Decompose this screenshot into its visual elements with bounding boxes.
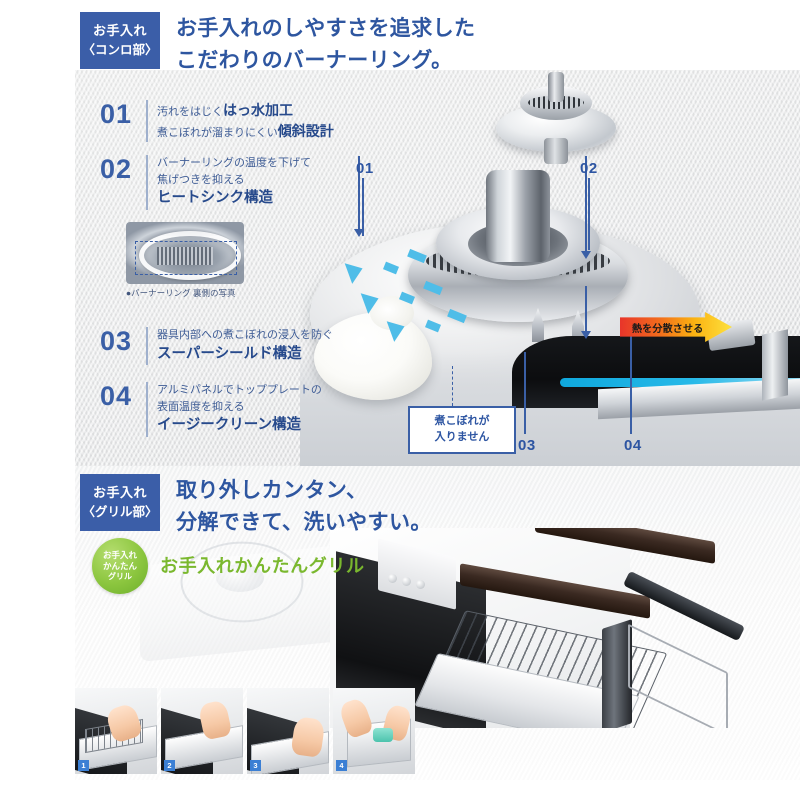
photo-callout-01: 01 — [356, 160, 374, 177]
photo-callout-02: 02 — [580, 160, 598, 177]
leader-arrow-02b — [581, 286, 591, 339]
conro-section-badge: お手入れ 〈コンロ部〉 — [80, 12, 160, 70]
main-burner-ring — [408, 170, 628, 322]
ignition-electrode — [532, 308, 544, 342]
feature-item-01: 01 汚れをはじくはっ水加工 煮こぼれが溜まりにくい傾斜設計 — [100, 100, 334, 142]
callout-line-02 — [588, 178, 590, 250]
feature-01-line2: 煮こぼれが溜まりにくい傾斜設計 — [157, 121, 334, 142]
feature-03-strong: スーパーシールド構造 — [157, 345, 302, 362]
grill-maintenance-section: お手入れ 〈グリル部〉 取り外しカンタン、 分解できて、洗いやすい。 お手入れ … — [0, 466, 800, 800]
conro-badge-line1: お手入れ — [92, 23, 147, 38]
feature-01-line2-normal: 煮こぼれが溜まりにくい — [157, 127, 278, 139]
feature-01-line1: 汚れをはじくはっ水加工 — [157, 100, 334, 121]
spill-note-box: 煮こぼれが 入りません — [408, 406, 516, 454]
note-connector-line — [452, 366, 453, 406]
feature-item-03: 03 器具内部への煮こぼれの浸入を防ぐ スーパーシールド構造 — [100, 326, 333, 366]
feature-number-02: 02 — [100, 154, 133, 184]
green-badge-line1: お手入れ — [102, 549, 137, 560]
photo-callout-04: 04 — [624, 437, 642, 454]
burner-ring-underside-image — [126, 222, 244, 284]
grill-section-header: お手入れ 〈グリル部〉 取り外しカンタン、 分解できて、洗いやすい。 — [80, 474, 432, 539]
step-badge-3: 3 — [250, 760, 261, 771]
feature-01-line1-normal: 汚れをはじく — [157, 106, 223, 118]
feature-02-line1: バーナーリングの温度を下げて — [157, 157, 311, 169]
feature-04-line2: 表面温度を抑える — [157, 400, 245, 413]
grill-badge-line2: 〈グリル部〉 — [82, 504, 158, 519]
grill-cleaning-steps: 1 2 3 4 — [75, 688, 415, 774]
grill-frame-part — [628, 623, 728, 728]
rear-burner-ring — [496, 72, 616, 168]
callout-line-03 — [524, 352, 526, 434]
easy-care-grill-badge: お手入れ かんたん グリル — [92, 538, 148, 594]
heat-dispersion-label: 熱を分散させる — [632, 323, 704, 335]
feature-number-03: 03 — [100, 326, 133, 356]
grill-feature-title: お手入れかんたんグリル — [160, 556, 365, 576]
inset-caption: ●バーナーリング 裏側の写真 — [126, 288, 236, 298]
step-badge-2: 2 — [164, 760, 175, 771]
conro-section-title: お手入れのしやすさを追求した こだわりのバーナーリング。 — [176, 17, 476, 72]
feature-number-04: 04 — [100, 381, 133, 411]
step-thumbnail-3: 3 — [247, 688, 329, 774]
burner-ring-underside-inset: ●バーナーリング 裏側の写真 — [126, 222, 244, 298]
step-thumbnail-4: 4 — [333, 688, 415, 774]
ghost-stovetop-image — [140, 506, 370, 663]
grill-section-badge: お手入れ 〈グリル部〉 — [80, 474, 160, 532]
feature-02-line2: 焦げつきを抑える — [157, 173, 245, 186]
feature-item-02: 02 バーナーリングの温度を下げて 焦げつきを抑える ヒートシンク構造 — [100, 155, 311, 210]
step-thumbnail-2: 2 — [161, 688, 243, 774]
feature-02-strong: ヒートシンク構造 — [157, 190, 273, 206]
feature-04-strong: イージークリーン構造 — [157, 417, 301, 433]
callout-line-01 — [362, 178, 364, 236]
leader-arrow-01 — [354, 156, 364, 237]
conro-section-header: お手入れ 〈コンロ部〉 お手入れのしやすさを追求した こだわりのバーナーリング。 — [80, 12, 475, 77]
photo-callout-03: 03 — [518, 437, 536, 454]
step-badge-4: 4 — [336, 760, 347, 771]
step-badge-1: 1 — [78, 760, 89, 771]
grill-badge-line1: お手入れ — [92, 485, 147, 500]
green-badge-line2: かんたん — [102, 560, 137, 571]
leader-arrow-02 — [581, 156, 591, 259]
conro-badge-line2: 〈コンロ部〉 — [82, 42, 158, 57]
shield-cutaway — [512, 318, 800, 442]
feature-01-line2-bold: 傾斜設計 — [277, 123, 334, 139]
grill-section-title: 取り外しカンタン、 分解できて、洗いやすい。 — [176, 479, 432, 534]
callout-line-04 — [630, 336, 632, 434]
feature-item-04: 04 アルミパネルでトッププレートの 表面温度を抑える イージークリーン構造 — [100, 382, 322, 437]
feature-01-line1-bold: はっ水加工 — [223, 102, 293, 118]
stove-burner-photo — [300, 72, 800, 466]
feature-04-line1: アルミパネルでトッププレートの — [157, 384, 322, 396]
green-badge-line3: グリル — [108, 571, 132, 581]
conro-maintenance-section: お手入れ 〈コンロ部〉 お手入れのしやすさを追求した こだわりのバーナーリング。… — [75, 12, 800, 466]
feature-number-01: 01 — [100, 99, 133, 129]
feature-03-line1: 器具内部への煮こぼれの浸入を防ぐ — [157, 329, 333, 341]
step-thumbnail-1: 1 — [75, 688, 157, 774]
